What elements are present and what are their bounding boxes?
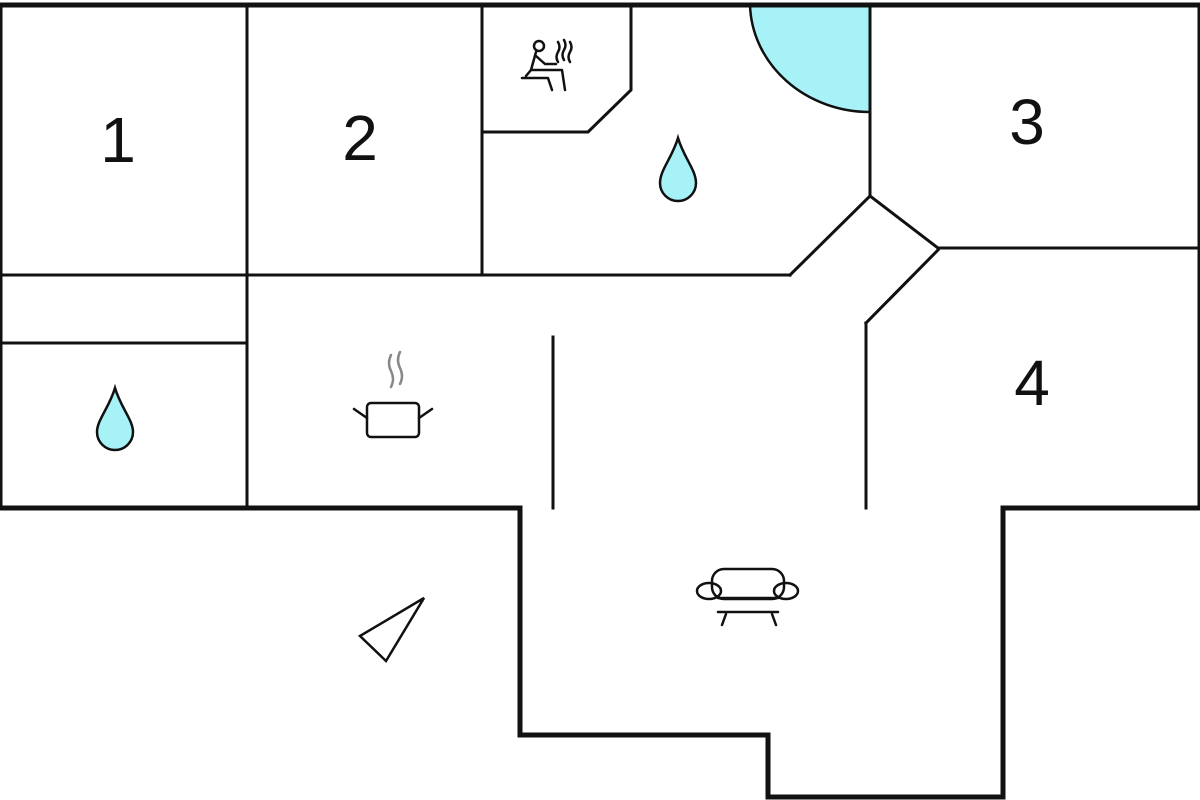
room-label-1: 1: [100, 104, 136, 176]
cooking-pot-icon: [352, 350, 434, 439]
wall: [863, 247, 941, 326]
outer-wall-bottom-left: [0, 505, 1200, 800]
room-label-4: 4: [1014, 347, 1050, 419]
shower-area: [748, 3, 872, 114]
sauna-icon: [520, 38, 573, 92]
water-drop-icon: [95, 383, 135, 452]
room-label-2: 2: [342, 102, 378, 174]
wall: [867, 193, 941, 251]
north-arrow-icon: [357, 596, 426, 663]
sofa-icon: [695, 567, 800, 627]
water-drop-icon: [658, 133, 698, 203]
sauna-wall: [480, 3, 633, 134]
room-label-3: 3: [1009, 86, 1045, 158]
wall: [787, 193, 873, 278]
